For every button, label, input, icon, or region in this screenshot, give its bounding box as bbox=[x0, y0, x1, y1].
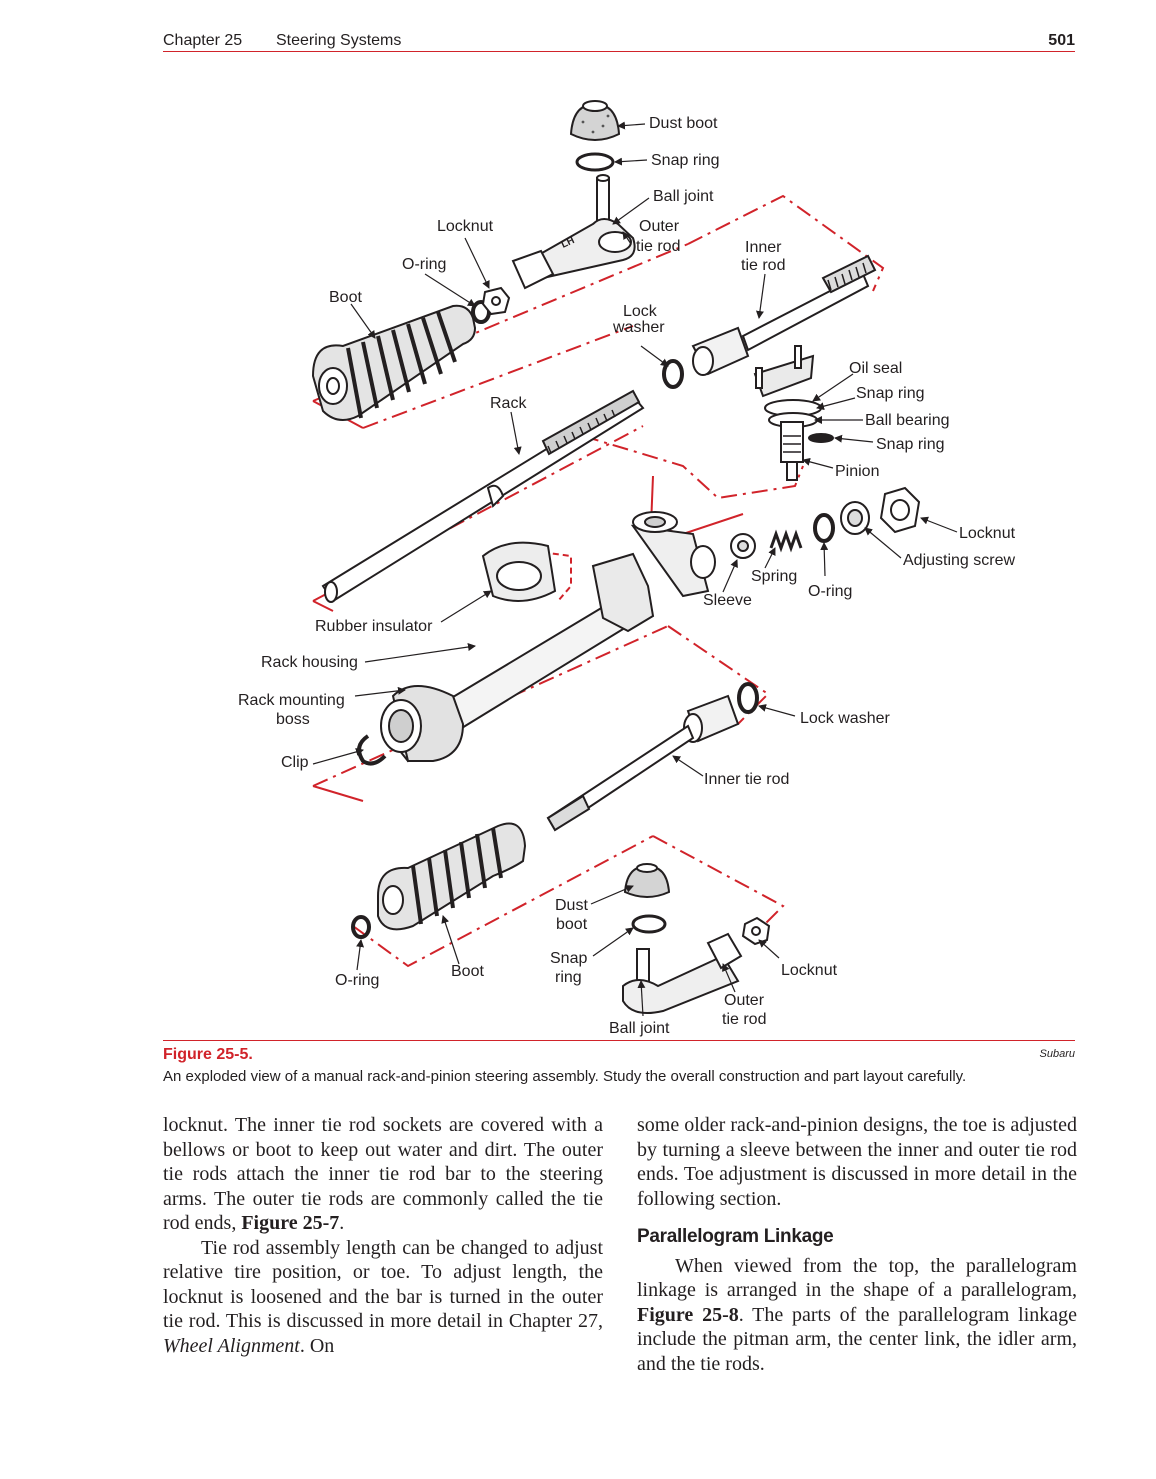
paragraph: When viewed from the top, the parallelog… bbox=[637, 1254, 1077, 1377]
label-rack: Rack bbox=[490, 395, 527, 412]
label-boot-bottom: Boot bbox=[451, 963, 484, 980]
label-adjusting-screw: Adjusting screw bbox=[903, 552, 1015, 569]
rack bbox=[321, 389, 645, 603]
label-inner-tie-rod-top-2: tie rod bbox=[741, 257, 785, 274]
label-snap-ring-bottom-2: ring bbox=[555, 969, 582, 986]
bottom-boot bbox=[377, 822, 527, 931]
label-o-ring-top: O-ring bbox=[402, 256, 446, 273]
figure-reference[interactable]: Figure 25-7 bbox=[241, 1212, 340, 1234]
exploded-view-figure: Dust boot Snap ring Ball joint Locknut O… bbox=[163, 56, 1075, 1040]
label-snap-ring-pinion-2: Snap ring bbox=[876, 436, 945, 453]
label-ball-joint-top: Ball joint bbox=[653, 188, 714, 205]
spring bbox=[769, 529, 803, 553]
label-o-ring-adjuster: O-ring bbox=[808, 583, 852, 600]
paragraph: some older rack-and-pinion designs, the … bbox=[637, 1114, 1077, 1210]
top-boot bbox=[311, 304, 477, 421]
chapter-reference: Wheel Alignment bbox=[163, 1334, 300, 1357]
label-dust-boot-top: Dust boot bbox=[649, 115, 718, 132]
section-title: Steering Systems bbox=[276, 32, 402, 49]
top-locknut bbox=[481, 286, 511, 316]
rack-housing bbox=[380, 511, 716, 763]
label-clip: Clip bbox=[281, 754, 309, 771]
clip bbox=[357, 734, 387, 766]
label-lock-washer-top-1: Lock bbox=[623, 303, 658, 320]
label-snap-ring-bottom-1: Snap bbox=[550, 950, 587, 967]
label-inner-tie-rod-top-1: Inner bbox=[745, 239, 782, 256]
part-labels: Dust boot Snap ring Ball joint Locknut O… bbox=[238, 115, 1016, 1037]
bottom-locknut bbox=[741, 916, 771, 946]
paragraph-text: . bbox=[339, 1212, 345, 1234]
figure-caption: An exploded view of a manual rack-and-pi… bbox=[163, 1068, 967, 1085]
top-dust-boot bbox=[569, 100, 621, 141]
label-outer-tie-rod-top-1: Outer bbox=[639, 218, 680, 235]
header-rule bbox=[163, 51, 1075, 52]
rack-and-pinion-diagram: Dust boot Snap ring Ball joint Locknut O… bbox=[238, 100, 1016, 1037]
paragraph: locknut. The inner tie rod sockets are c… bbox=[163, 1113, 603, 1236]
paragraph-text: Tie rod assembly length can be changed t… bbox=[163, 1236, 603, 1333]
body-column-left: locknut. The inner tie rod sockets are c… bbox=[163, 1113, 603, 1358]
adjuster-locknut bbox=[879, 486, 921, 534]
label-oil-seal: Oil seal bbox=[849, 360, 902, 377]
label-sleeve: Sleeve bbox=[703, 592, 752, 609]
section-heading: Parallelogram Linkage bbox=[637, 1226, 834, 1247]
bottom-dust-boot bbox=[623, 863, 671, 898]
bottom-o-ring bbox=[351, 915, 371, 939]
paragraph: Tie rod assembly length can be changed t… bbox=[163, 1236, 603, 1359]
paragraph-text: locknut. The inner tie rod sockets are c… bbox=[163, 1114, 603, 1234]
label-snap-ring-top: Snap ring bbox=[651, 152, 720, 169]
rubber-insulator bbox=[481, 541, 557, 602]
top-lock-washer bbox=[662, 359, 684, 389]
label-lock-washer-top-2: washer bbox=[612, 319, 665, 336]
label-outer-tie-rod-top-2: tie rod bbox=[636, 238, 680, 255]
top-inner-tie-rod bbox=[691, 254, 877, 376]
bottom-snap-ring bbox=[631, 914, 667, 934]
label-rack-housing: Rack housing bbox=[261, 654, 358, 671]
label-ball-joint-bottom: Ball joint bbox=[609, 1020, 670, 1037]
label-locknut-bottom: Locknut bbox=[781, 962, 838, 979]
label-locknut-top: Locknut bbox=[437, 218, 494, 235]
paragraph-text: . The parts of the parallelogram linkage… bbox=[637, 1303, 1078, 1375]
label-outer-tie-rod-bottom-2: tie rod bbox=[722, 1011, 766, 1028]
pinion-assembly bbox=[753, 345, 834, 481]
figure-rule bbox=[163, 1040, 1075, 1041]
page-number: 501 bbox=[1048, 32, 1075, 49]
label-snap-ring-pinion-1: Snap ring bbox=[856, 385, 925, 402]
label-o-ring-bottom: O-ring bbox=[335, 972, 379, 989]
top-outer-tie-rod bbox=[511, 174, 636, 290]
bottom-outer-tie-rod bbox=[622, 932, 743, 1014]
bottom-lock-washer bbox=[737, 682, 759, 714]
label-rubber-insulator: Rubber insulator bbox=[315, 618, 433, 635]
adjusting-screw bbox=[840, 501, 870, 535]
label-inner-tie-rod-bottom: Inner tie rod bbox=[704, 771, 789, 788]
paragraph-text: . On bbox=[299, 1334, 335, 1357]
label-locknut-adjuster: Locknut bbox=[959, 525, 1016, 542]
bottom-inner-tie-rod bbox=[546, 694, 740, 832]
top-snap-ring bbox=[575, 152, 615, 172]
paragraph-text: When viewed from the top, the parallelog… bbox=[637, 1254, 1077, 1302]
sleeve bbox=[730, 533, 756, 559]
figure-number: Figure 25-5. bbox=[163, 1046, 253, 1063]
lh-marking: LH bbox=[560, 235, 577, 251]
label-lock-washer-bottom: Lock washer bbox=[800, 710, 890, 727]
figure-reference[interactable]: Figure 25-8 bbox=[637, 1303, 739, 1326]
figure-credit: Subaru bbox=[1039, 1048, 1075, 1060]
label-rack-mounting-boss-2: boss bbox=[276, 711, 310, 728]
leader-lines bbox=[312, 121, 958, 1017]
label-outer-tie-rod-bottom-1: Outer bbox=[724, 992, 765, 1009]
label-rack-mounting-boss-1: Rack mounting bbox=[238, 692, 345, 709]
label-boot-top: Boot bbox=[329, 289, 362, 306]
label-dust-boot-bottom-2: boot bbox=[556, 916, 588, 933]
chapter-label: Chapter 25 bbox=[163, 32, 243, 49]
body-column-right: some older rack-and-pinion designs, the … bbox=[637, 1113, 1077, 1376]
label-spring: Spring bbox=[751, 568, 797, 585]
adjuster-o-ring bbox=[813, 513, 835, 543]
label-ball-bearing: Ball bearing bbox=[865, 412, 950, 429]
label-dust-boot-bottom-1: Dust bbox=[555, 897, 588, 914]
running-header: Chapter 25 Steering Systems 501 bbox=[163, 30, 1075, 52]
label-pinion: Pinion bbox=[835, 463, 879, 480]
